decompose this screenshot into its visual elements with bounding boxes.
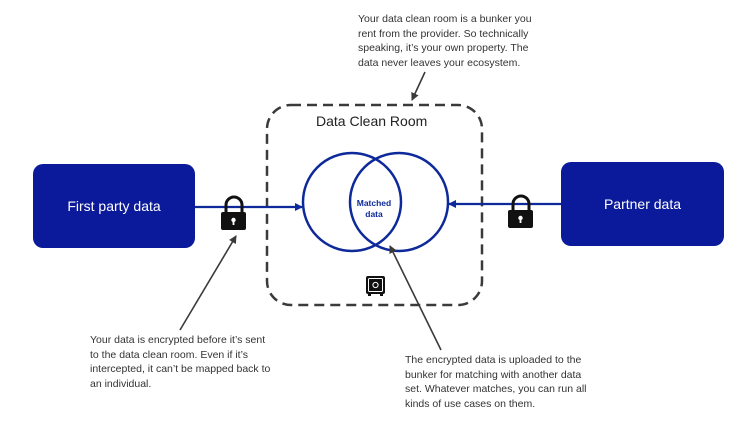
clean-room-title: Data Clean Room bbox=[316, 113, 428, 129]
first-party-box bbox=[33, 164, 195, 248]
safe-icon bbox=[366, 276, 385, 296]
note-bottom-left: Your data is encrypted before it’s sent … bbox=[90, 334, 271, 390]
callout-arrow-top bbox=[411, 71, 426, 101]
callout-arrow-bottom-left bbox=[179, 235, 237, 331]
first-party-label: First party data bbox=[67, 198, 161, 214]
callout-arrow-bottom-right bbox=[389, 245, 442, 351]
note-top: Your data clean room is a bunker you ren… bbox=[358, 13, 532, 69]
lock-icon bbox=[508, 194, 533, 228]
partner-box bbox=[561, 162, 724, 246]
matched-data-label: Matched data bbox=[356, 198, 392, 219]
lock-icon bbox=[221, 195, 246, 230]
venn-circle-left bbox=[301, 151, 403, 253]
note-bottom-right: The encrypted data is uploaded to the bu… bbox=[405, 354, 587, 410]
partner-label: Partner data bbox=[603, 196, 682, 212]
